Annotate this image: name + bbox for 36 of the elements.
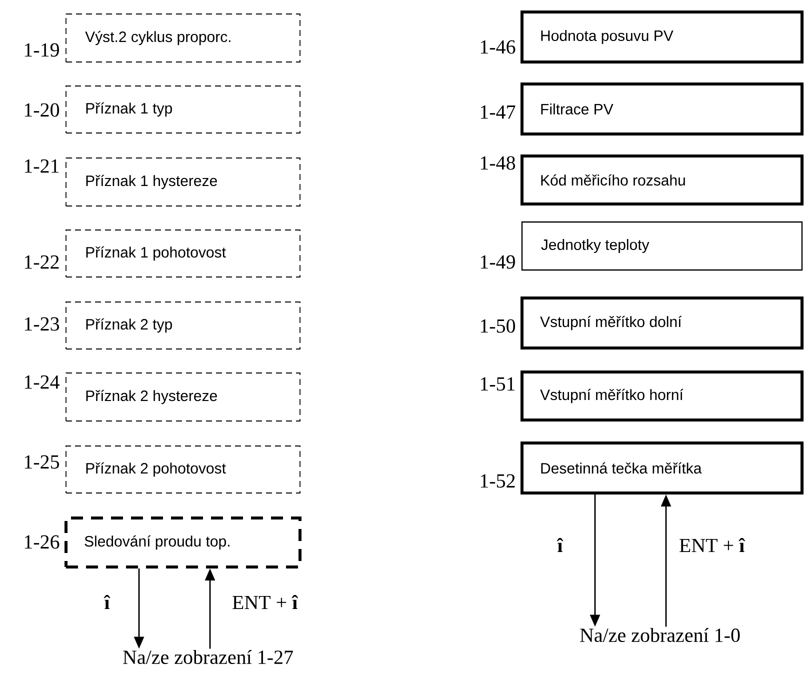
parameter-number: 1-47	[480, 105, 516, 119]
edge-label: ENT + î	[232, 594, 298, 610]
parameter-box: Jednotky teploty	[521, 221, 803, 271]
parameter-number: 1-52	[480, 474, 515, 488]
parameter-number: 1-19	[24, 43, 59, 57]
parameter-number: 1-51	[480, 377, 515, 391]
parameter-number: 1-24	[24, 375, 60, 389]
parameter-box: Filtrace PV	[520, 82, 804, 136]
parameter-box: Příznak 2 pohotovost	[66, 446, 300, 494]
parameter-box: Příznak 1 typ	[66, 86, 300, 134]
parameter-box: Vstupní měřítko horní	[520, 370, 804, 422]
edge-label: î	[556, 538, 564, 552]
parameter-number: 1-25	[24, 455, 60, 469]
parameter-number: 1-50	[480, 319, 516, 333]
destination-text: Na/ze zobrazení 1-27	[123, 650, 293, 664]
parameter-box: Příznak 1 hystereze	[66, 158, 300, 206]
edge-label: ENT + î	[680, 538, 746, 552]
parameter-number: 1-46	[480, 40, 516, 54]
parameter-box: Výst.2 cyklus proporc.	[66, 14, 300, 62]
parameter-box: Kód měřicího rozsahu	[520, 154, 804, 206]
parameter-box: Vstupní měřítko dolní	[520, 296, 804, 350]
parameter-number: 1-23	[24, 317, 60, 331]
destination-text: Na/ze zobrazení 1-0	[580, 628, 740, 642]
parameter-box: Příznak 1 pohotovost	[66, 230, 300, 278]
parameter-number: 1-26	[24, 535, 60, 549]
parameter-number: 1-21	[24, 159, 59, 173]
parameter-box: Hodnota posuvu PV	[520, 10, 804, 64]
parameter-box: Sledování proudu top.	[64, 516, 302, 568]
parameter-number: 1-22	[24, 255, 59, 269]
parameter-box: Příznak 2 hystereze	[66, 372, 300, 422]
parameter-number: 1-49	[480, 255, 515, 269]
parameter-box: Příznak 2 typ	[66, 302, 300, 350]
edge-label: î	[104, 594, 110, 610]
parameter-number: 1-20	[24, 103, 60, 117]
parameter-box: Desetinná tečka měřítka	[520, 442, 804, 494]
parameter-number: 1-48	[480, 156, 516, 170]
